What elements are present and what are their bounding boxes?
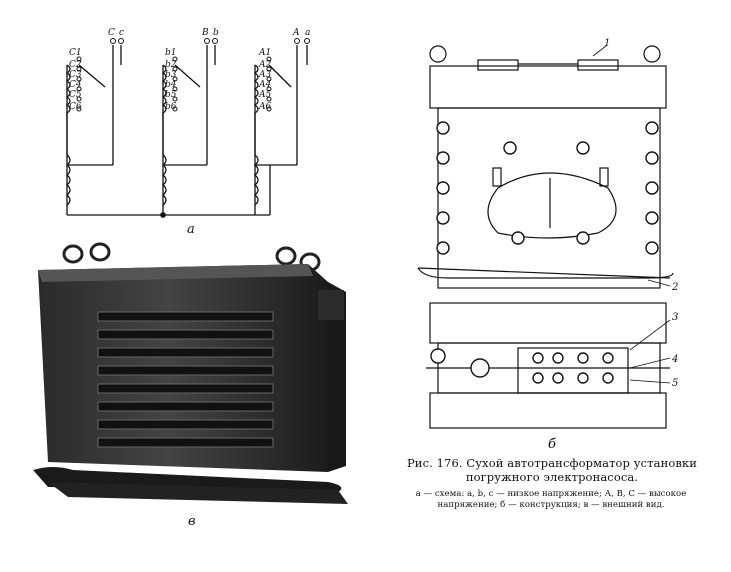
low-terminal-label: a — [305, 28, 310, 38]
tap-label: b3 — [165, 70, 177, 80]
tap-label: b1 — [165, 48, 177, 58]
tap-label: C3 — [69, 70, 82, 80]
tap-label: b2 — [165, 60, 177, 70]
winding-schematic: C1 C2 C3 C4 C5 C6 C c b1 b2 b3 b4 b5 b6 … — [65, 28, 310, 218]
tap-label: C2 — [69, 60, 82, 70]
construction-drawing: 1 2 3 4 5 — [417, 38, 678, 429]
callout-3: 3 — [672, 312, 678, 323]
callout-5: 5 — [672, 378, 678, 389]
panel-a-label: а — [187, 222, 195, 237]
high-terminal-label: B — [201, 28, 209, 38]
tap-label: A6 — [258, 102, 271, 112]
tap-label: A5 — [258, 90, 271, 100]
transformer-photo — [33, 242, 348, 504]
low-terminal-label: b — [213, 28, 219, 38]
high-terminal-label: A — [292, 28, 300, 38]
figure-caption-title: Рис. 176. Сухой автотрансформатор устано… — [406, 456, 698, 484]
tap-label: C4 — [69, 80, 82, 90]
callout-1: 1 — [604, 38, 610, 49]
figure-caption-legend: а — схема: а, b, с — низкое напряжение; … — [415, 489, 687, 510]
high-terminal-label: C — [108, 28, 115, 38]
tap-label: C1 — [69, 48, 82, 58]
panel-b-label: б — [548, 437, 556, 452]
tap-label: A1 — [258, 48, 271, 58]
tap-label: A4 — [258, 80, 271, 90]
tap-label: A2 — [258, 60, 271, 70]
callout-4: 4 — [671, 354, 678, 365]
tap-label: b5 — [165, 90, 177, 100]
tap-label: C6 — [69, 102, 82, 112]
callout-2: 2 — [671, 282, 678, 293]
low-terminal-label: c — [119, 28, 124, 38]
tap-label: A3 — [258, 70, 271, 80]
tap-label: b6 — [165, 102, 177, 112]
tap-label: b4 — [165, 80, 177, 90]
tap-label: C5 — [69, 90, 82, 100]
panel-v-label: в — [188, 514, 196, 529]
